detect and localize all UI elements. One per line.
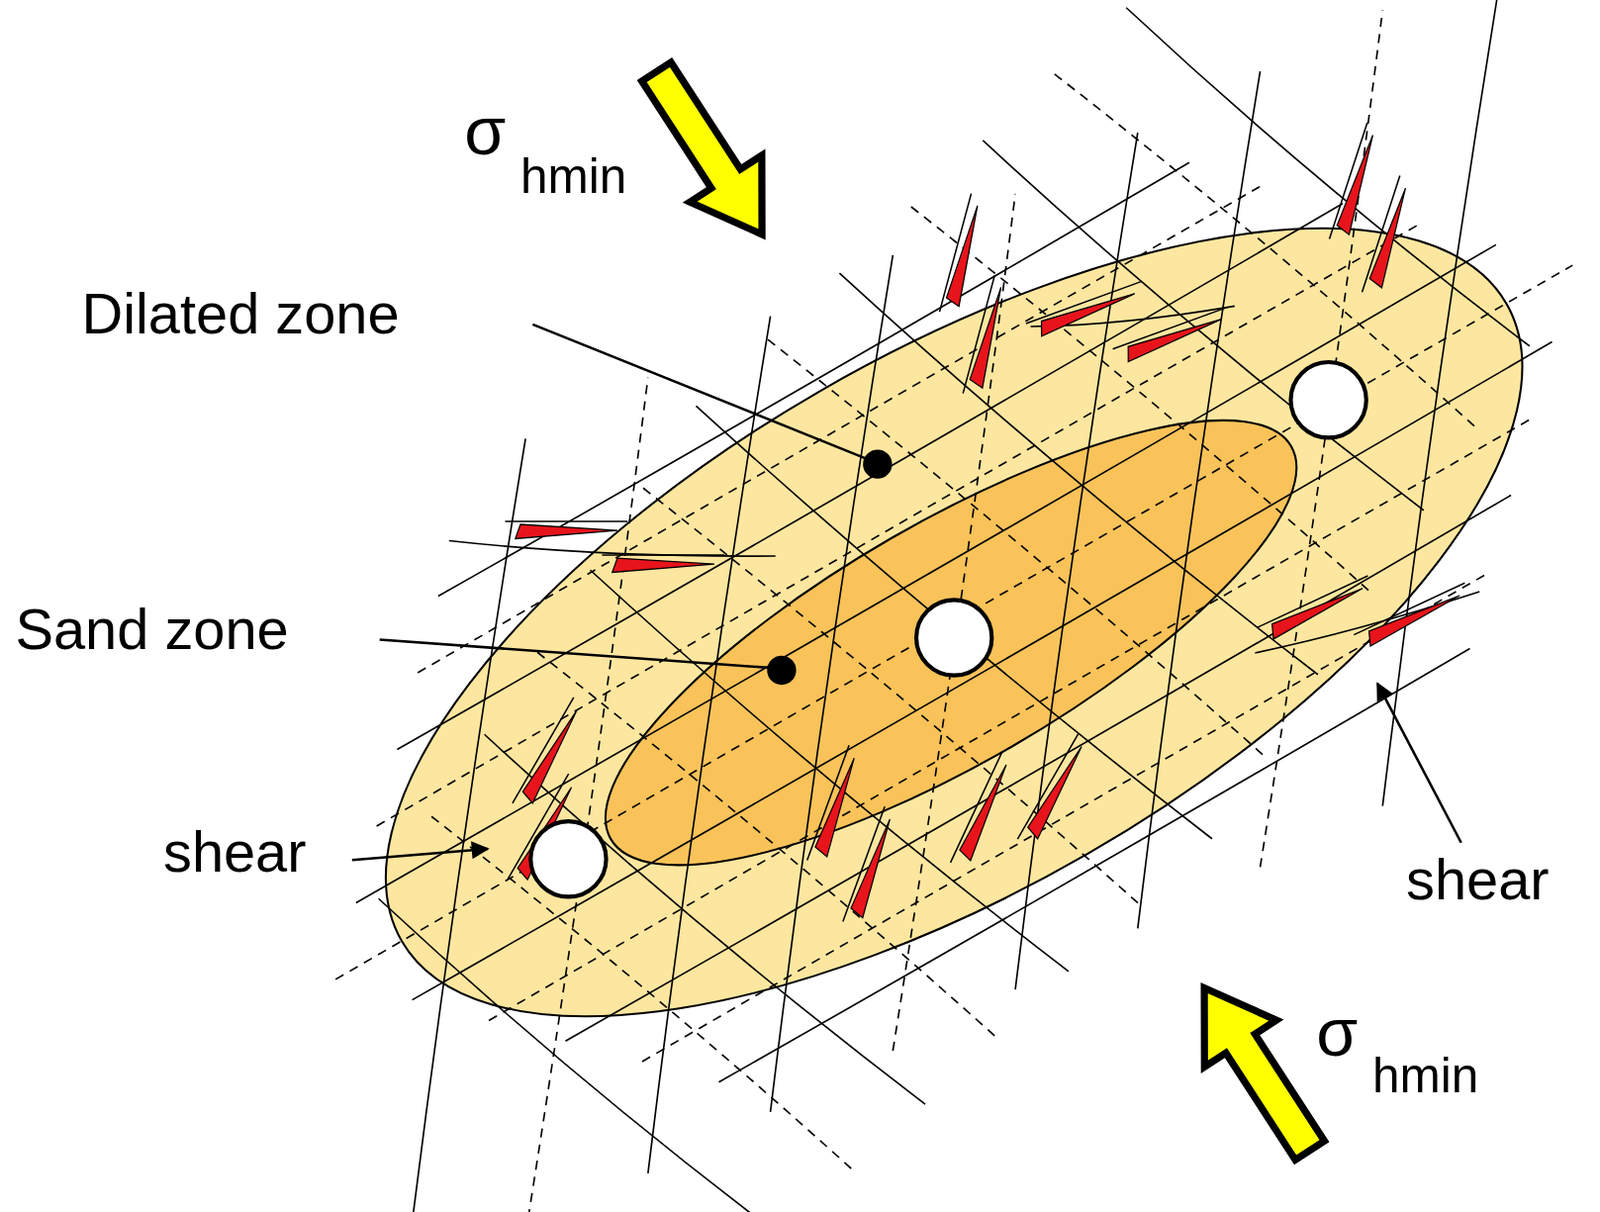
shear-wedge (1017, 733, 1094, 848)
zone-label: Sand zone (14, 601, 288, 659)
fracture-line (590, 569, 1069, 972)
shear-wedge (1353, 582, 1473, 651)
shear-wedge (1026, 282, 1147, 341)
shear-wedge (1329, 122, 1385, 245)
fracture-line (839, 273, 1318, 675)
fracture-line (642, 571, 1491, 1062)
shear-wedge (807, 745, 866, 866)
fracture-line (356, 244, 1497, 903)
stress-subscript: hmin (1372, 1050, 1479, 1101)
shear-label: shear (1406, 851, 1549, 910)
fracture-line (402, 438, 526, 1212)
fracture-line (696, 405, 1213, 839)
stress-arrows (620, 48, 1346, 1174)
zone-label: Dilated zone (82, 285, 400, 344)
shear-wedge (601, 555, 725, 573)
fracture-line (767, 339, 1265, 757)
shear-wedge (940, 193, 989, 317)
shear-wedge (843, 806, 902, 928)
fracture-line (648, 316, 771, 1174)
fracture-line (565, 495, 1512, 1042)
fracture-line (488, 418, 1532, 1021)
fracture-line (417, 183, 1266, 673)
fracture-line (1260, 9, 1384, 867)
shear-wedge (1362, 176, 1417, 298)
fracture-line (1137, 71, 1261, 929)
stress-symbol: σ (464, 96, 506, 165)
leader-lines (352, 324, 1462, 860)
fracture-line (643, 487, 1140, 906)
fracture-line (1054, 74, 1478, 429)
stress-symbol: σ (1316, 998, 1358, 1066)
fracture-network (335, 0, 1573, 1212)
fracture-line (770, 255, 894, 1113)
fracture-line (1015, 132, 1138, 990)
wells (530, 362, 1367, 897)
fracture-line (449, 541, 776, 558)
fracture-line (378, 898, 783, 1212)
shear-wedge (962, 275, 1012, 398)
fracture-line (396, 203, 1343, 751)
fracture-line (525, 377, 649, 1212)
fracture-line (335, 265, 1573, 980)
shear-marks (504, 122, 1472, 929)
shear-wedge (512, 697, 589, 813)
fracture-line (431, 816, 854, 1171)
fracture-line (412, 342, 1553, 1001)
shear-wedge (950, 752, 1019, 871)
fracture-line (892, 193, 1016, 1051)
shear-label: shear (163, 824, 306, 882)
shear-wedge (504, 521, 628, 540)
dilated-zone (268, 72, 1600, 1173)
fracture-line (1382, 0, 1506, 807)
shear-wedge (1113, 306, 1234, 366)
stress-subscript: hmin (520, 151, 627, 201)
fracture-line (376, 224, 1420, 827)
fracture-line (484, 734, 927, 1105)
